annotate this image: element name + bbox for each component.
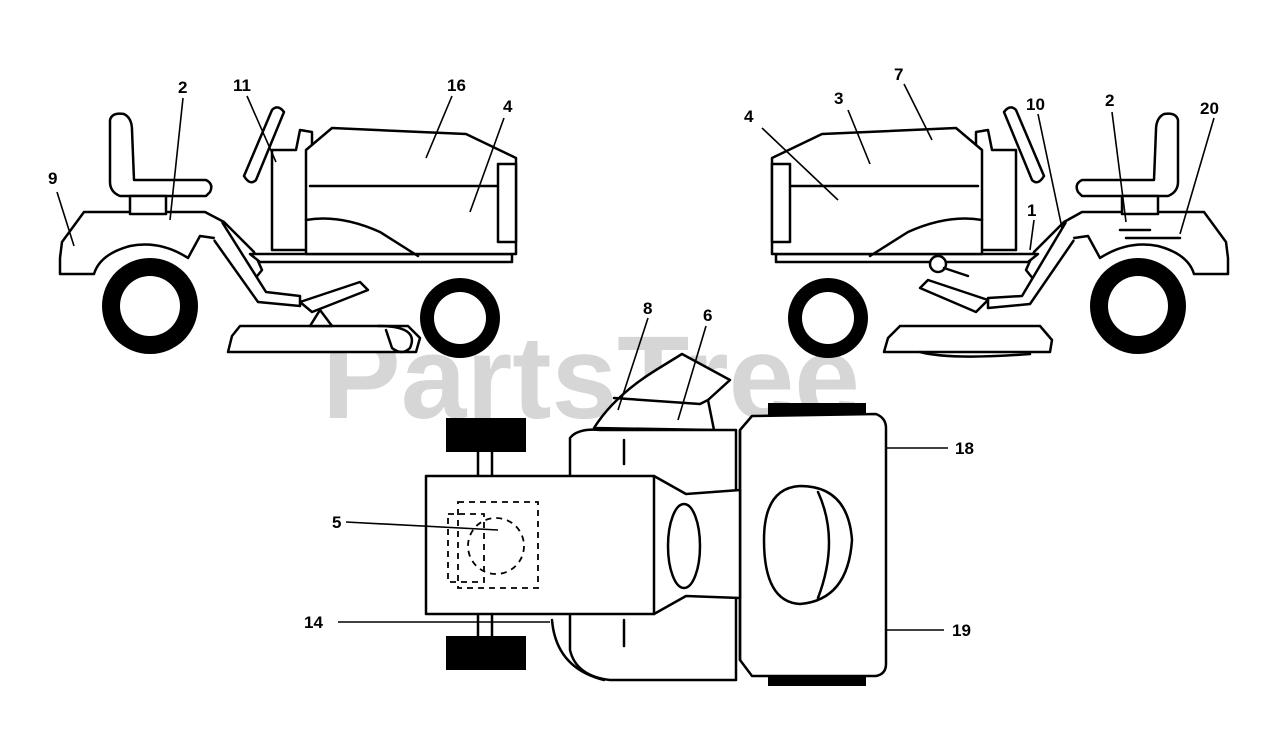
callout-16: 16 xyxy=(447,76,466,95)
mower-deck xyxy=(226,324,422,354)
hood-top xyxy=(424,474,742,616)
callout-1: 1 xyxy=(1027,201,1036,220)
callout-2-left: 2 xyxy=(178,78,187,97)
tractor-top-view: 8 6 18 5 14 19 xyxy=(304,299,974,686)
seat xyxy=(108,112,213,198)
callout-3: 3 xyxy=(834,89,843,108)
seat-top xyxy=(762,484,854,606)
callout-9: 9 xyxy=(48,169,57,188)
steering-wheel-right xyxy=(1002,106,1046,184)
callout-20: 20 xyxy=(1200,99,1219,118)
callout-4-right: 4 xyxy=(744,107,754,126)
discharge-chute xyxy=(592,352,732,432)
callout-6: 6 xyxy=(703,306,712,325)
callout-18: 18 xyxy=(955,439,974,458)
front-tire-top xyxy=(446,418,526,452)
callout-2-right: 2 xyxy=(1105,91,1114,110)
seat-right xyxy=(1075,112,1180,198)
callout-7: 7 xyxy=(894,65,903,84)
hood-right xyxy=(770,126,984,256)
mower-deck-right xyxy=(882,324,1054,354)
callout-10: 10 xyxy=(1026,95,1045,114)
steering-column-right xyxy=(974,128,1018,252)
callout-5: 5 xyxy=(332,513,341,532)
callout-14: 14 xyxy=(304,613,323,632)
tractor-right-side-view: 4 3 7 10 2 20 1 xyxy=(744,65,1230,358)
front-tire-bottom xyxy=(446,636,526,670)
callout-8: 8 xyxy=(643,299,652,318)
callout-19: 19 xyxy=(952,621,971,640)
tractor-left-side-view: 9 2 11 16 4 xyxy=(48,76,518,358)
callout-4-left: 4 xyxy=(503,97,513,116)
steering-wheel xyxy=(242,106,286,184)
hood xyxy=(304,126,518,256)
steering-column xyxy=(270,128,314,252)
callout-11: 11 xyxy=(233,76,251,95)
